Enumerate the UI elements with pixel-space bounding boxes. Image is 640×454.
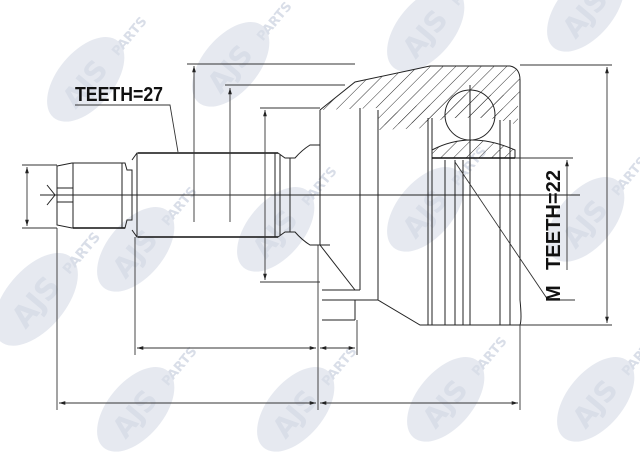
watermark-logo: AJS PARTS [97,344,200,452]
watermark-logo: AJS PARTS [547,0,625,52]
svg-text:PARTS: PARTS [254,0,295,44]
svg-text:PARTS: PARTS [619,334,640,379]
svg-text:PARTS: PARTS [159,344,200,389]
svg-text:PARTS: PARTS [319,344,360,389]
watermark-logo: AJS PARTS [47,14,150,122]
thread-label: M [543,285,565,302]
bell-teeth-label: TEETH=22 [543,170,565,270]
watermark-logo: AJS PARTS [257,344,360,452]
splined-shaft [131,144,320,246]
watermark-logo: AJS PARTS [237,164,340,272]
bell-housing [319,65,522,326]
threaded-tip [46,162,133,229]
svg-text:PARTS: PARTS [609,154,640,199]
watermark-logo: AJS PARTS [0,229,104,346]
shaft-teeth-label: TEETH=27 [75,84,163,106]
watermark-logo: AJS PARTS [557,334,640,442]
dimensions-vertical [22,63,612,326]
watermark-logo: AJS PARTS [192,0,295,107]
watermark-logo: AJS PARTS [407,334,510,442]
svg-text:PARTS: PARTS [109,14,150,59]
svg-text:PARTS: PARTS [469,334,510,379]
leader-lines [75,104,575,301]
dimensions-horizontal [56,228,521,410]
